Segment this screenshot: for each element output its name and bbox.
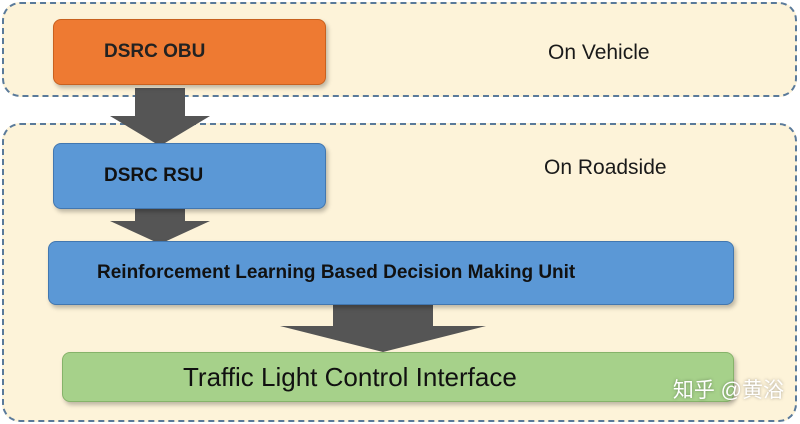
- dsrc-rsu-box: DSRC RSU: [53, 143, 326, 209]
- arrow-obu-to-rsu: [110, 88, 210, 146]
- arrow-rl-to-traffic-light: [280, 304, 486, 352]
- traffic-light-interface-label: Traffic Light Control Interface: [183, 361, 517, 392]
- traffic-light-interface-box: Traffic Light Control Interface: [62, 352, 734, 402]
- arrow-rsu-to-rl: [110, 207, 210, 244]
- dsrc-obu-label: DSRC OBU: [104, 41, 206, 62]
- rl-decision-unit-box: Reinforcement Learning Based Decision Ma…: [48, 241, 734, 305]
- on-vehicle-label: On Vehicle: [548, 41, 650, 64]
- watermark: 知乎 @黄浴: [672, 379, 784, 402]
- dsrc-obu-box: DSRC OBU: [53, 19, 326, 85]
- on-roadside-label: On Roadside: [544, 156, 667, 179]
- dsrc-rsu-label: DSRC RSU: [104, 165, 204, 186]
- rl-decision-unit-label: Reinforcement Learning Based Decision Ma…: [97, 262, 576, 283]
